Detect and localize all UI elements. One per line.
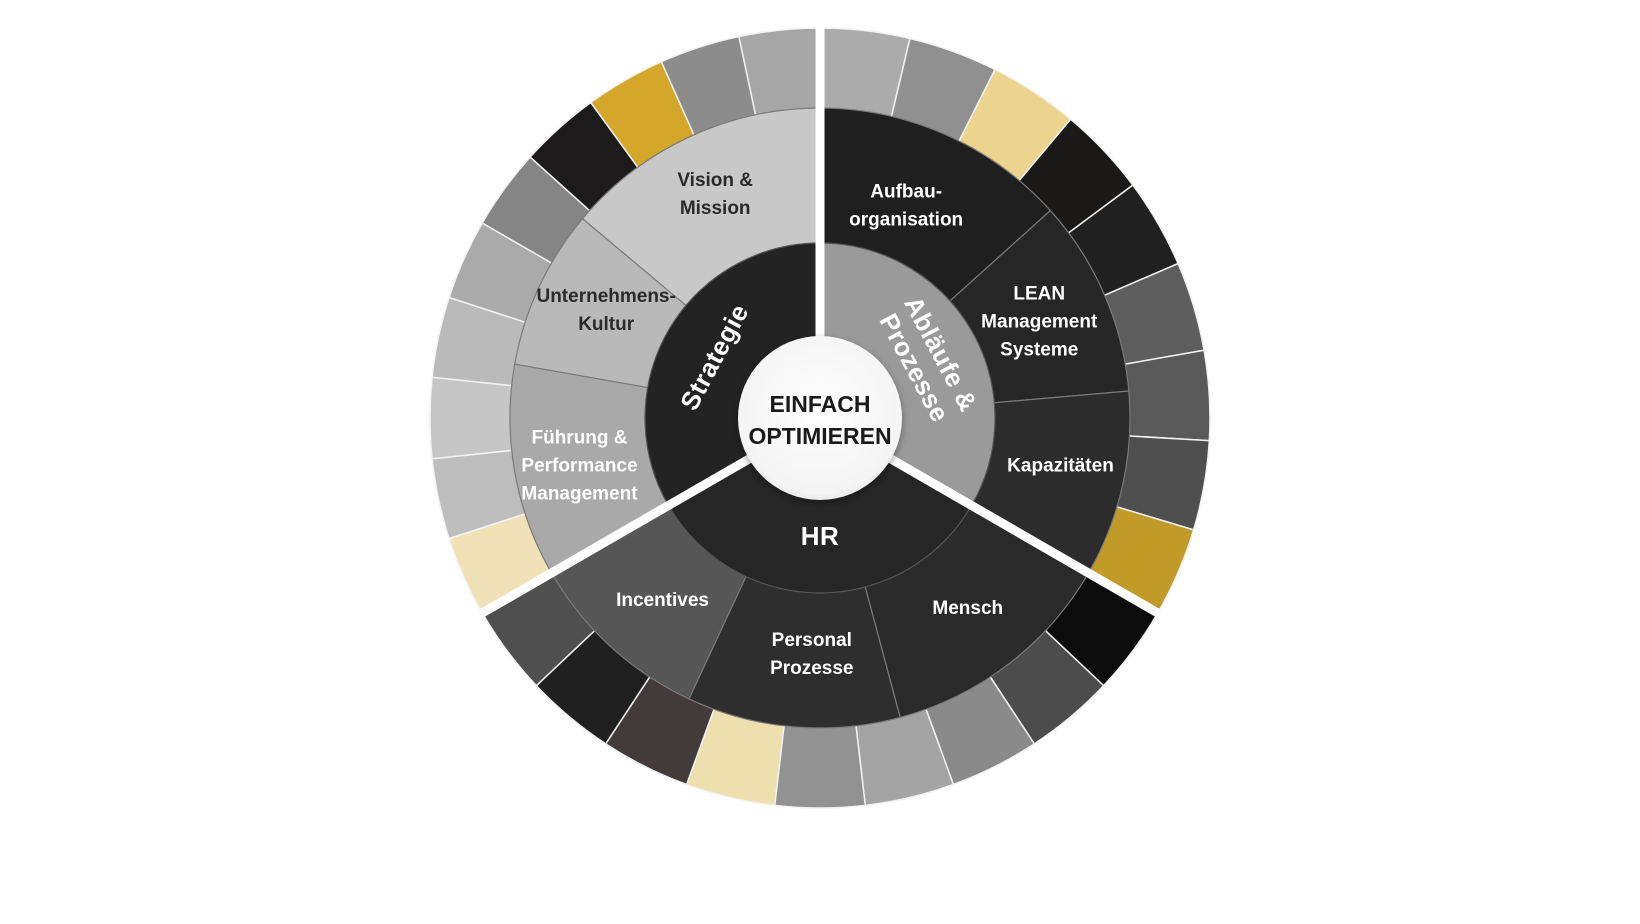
center-label-line-2: OPTIMIEREN <box>748 423 891 449</box>
segment-kapazitaeten-label-line-1: Kapazitäten <box>1007 456 1114 477</box>
segment-aufbauorganisation-label-line-2: organisation <box>849 210 963 231</box>
segment-fuehrung-label-line-1: Führung & <box>531 428 627 449</box>
segment-personal-prozesse-label-line-2: Prozesse <box>770 658 853 679</box>
segment-unternehmenskultur-label-line-2: Kultur <box>578 314 635 335</box>
segment-unternehmenskultur[interactable]: Unternehmens- Kultur <box>514 217 689 389</box>
segment-unternehmenskultur-label-line-1: Unternehmens- <box>536 286 675 307</box>
segment-fuehrung-label-line-2: Performance <box>521 456 637 477</box>
outer-tile-strategie-3 <box>429 376 515 460</box>
outer-tile-ablaeufe-7 <box>1122 349 1211 442</box>
segment-lean-label-line-1: LEAN <box>1013 283 1065 304</box>
center-label-line-1: EINFACH <box>770 391 871 417</box>
segment-lean-label-line-3: Systeme <box>1000 339 1078 360</box>
segment-personal-prozesse-label-line-1: Personal <box>772 630 852 651</box>
segment-fuehrung-label-line-3: Management <box>521 484 638 505</box>
segment-incentives-label-line-1: Incentives <box>616 590 709 611</box>
segment-vision-mission-label-line-2: Mission <box>680 198 751 219</box>
core-hr-label: HR <box>801 521 840 551</box>
center-hub: EINFACH OPTIMIEREN <box>738 336 902 500</box>
outer-ring <box>429 27 1211 809</box>
center-circle <box>738 336 902 500</box>
segment-vision-mission-label-line-1: Vision & <box>677 170 753 191</box>
core-ablaeufe[interactable]: Abläufe &Prozesse <box>819 242 996 507</box>
segment-lean-label-line-2: Management <box>981 311 1098 332</box>
segment-aufbauorganisation-label-line-1: Aufbau- <box>870 182 942 203</box>
outer-tile-hr-5 <box>773 723 867 809</box>
sector-separator-3 <box>476 453 755 619</box>
segment-mensch[interactable]: Mensch <box>864 503 1090 719</box>
segment-mensch-label-line-1: Mensch <box>932 598 1003 619</box>
segment-vision-mission[interactable]: Vision & Mission <box>581 107 821 308</box>
sector-separators <box>476 24 1164 619</box>
sector-separator-2 <box>885 453 1164 619</box>
